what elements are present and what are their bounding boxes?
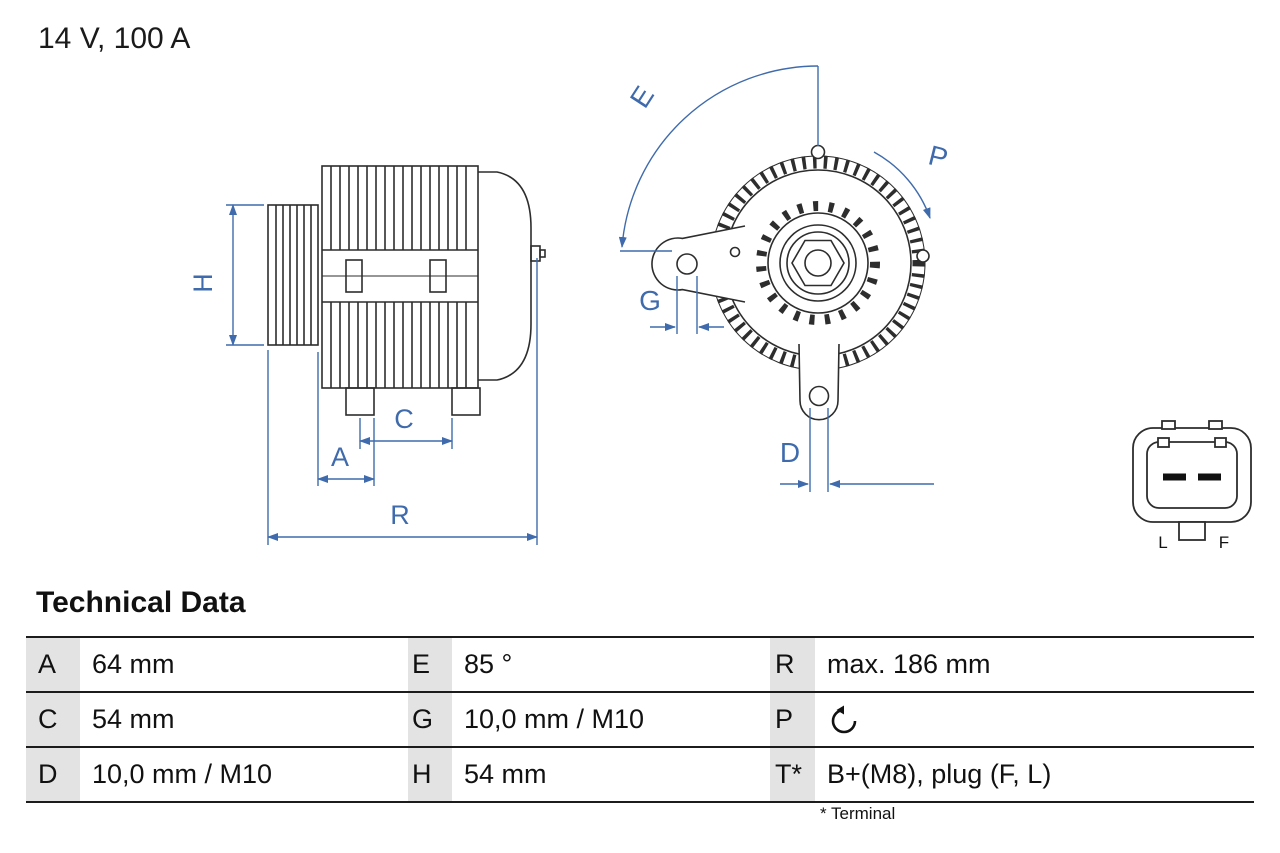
table-row: D 10,0 mm / M10 H 54 mm T* B+(M8), plug … xyxy=(26,746,1254,803)
technical-data-table: A 64 mm E 85 ° R max. 186 mm C 54 mm G 1… xyxy=(26,636,1254,803)
tech-key-e: E xyxy=(408,638,452,691)
front-view xyxy=(651,144,930,421)
rotation-ccw-icon xyxy=(831,705,857,733)
tech-key-a: A xyxy=(26,638,80,691)
tech-value-r: max. 186 mm xyxy=(827,649,991,679)
rotation-p-arc xyxy=(873,151,931,219)
table-row: A 64 mm E 85 ° R max. 186 mm xyxy=(26,636,1254,691)
dim-label-g: G xyxy=(639,285,661,316)
tech-key-r: R xyxy=(770,638,815,691)
terminal-footnote: * Terminal xyxy=(820,804,896,823)
right-ear xyxy=(916,249,930,263)
tech-key-t: T* xyxy=(770,748,815,801)
tech-key-d: D xyxy=(26,748,80,801)
tech-value-t: B+(M8), plug (F, L) xyxy=(827,759,1052,789)
tech-key-c: C xyxy=(26,693,80,746)
angle-e-arc xyxy=(618,65,819,248)
dim-label-h: H xyxy=(188,273,218,293)
dim-label-r: R xyxy=(390,500,410,530)
tech-value-p xyxy=(815,693,1254,746)
technical-data-title: Technical Data xyxy=(36,586,246,619)
tech-key-h: H xyxy=(408,748,452,801)
rear-cover xyxy=(478,171,532,381)
shaft-nut-hexagon xyxy=(791,239,845,287)
tech-value-a: 64 mm xyxy=(92,649,175,679)
tech-value-h: 54 mm xyxy=(464,759,547,789)
tech-value-e: 85 ° xyxy=(464,649,513,679)
fan-slot-ring xyxy=(756,201,880,325)
pulley xyxy=(267,204,319,346)
dim-label-p: P xyxy=(925,139,951,174)
connector-pin-label-f: F xyxy=(1219,533,1229,552)
alternator-body xyxy=(321,165,479,389)
voltage-current-rating: 14 V, 100 A xyxy=(38,22,191,55)
side-view-dimensions xyxy=(226,204,538,545)
tech-value-g: 10,0 mm / M10 xyxy=(464,704,645,734)
top-ear xyxy=(810,144,826,160)
tech-key-g: G xyxy=(408,693,452,746)
connector-pin-label-l: L xyxy=(1158,533,1167,552)
terminal-stud xyxy=(530,245,546,262)
mounting-foot-front xyxy=(345,387,375,416)
dim-label-e: E xyxy=(624,81,660,114)
connector-latch-tab xyxy=(1178,521,1206,541)
dim-label-a: A xyxy=(331,442,349,472)
side-view xyxy=(267,165,546,416)
left-mounting-lug xyxy=(651,225,746,303)
bottom-mounting-lug xyxy=(798,343,840,421)
connector-plug-diagram xyxy=(1132,420,1252,541)
table-row: C 54 mm G 10,0 mm / M10 P xyxy=(26,691,1254,746)
alternator-technical-drawing: H A C R xyxy=(188,65,1252,552)
tech-key-p: P xyxy=(770,693,815,746)
dim-label-c: C xyxy=(394,404,414,434)
dim-label-d: D xyxy=(780,437,800,468)
front-view-dimensions xyxy=(618,65,934,492)
serrated-ring xyxy=(710,155,926,371)
connector-inner-cavity xyxy=(1146,441,1238,509)
mounting-foot-rear xyxy=(451,387,481,416)
tech-value-d: 10,0 mm / M10 xyxy=(92,759,273,789)
tech-value-c: 54 mm xyxy=(92,704,175,734)
